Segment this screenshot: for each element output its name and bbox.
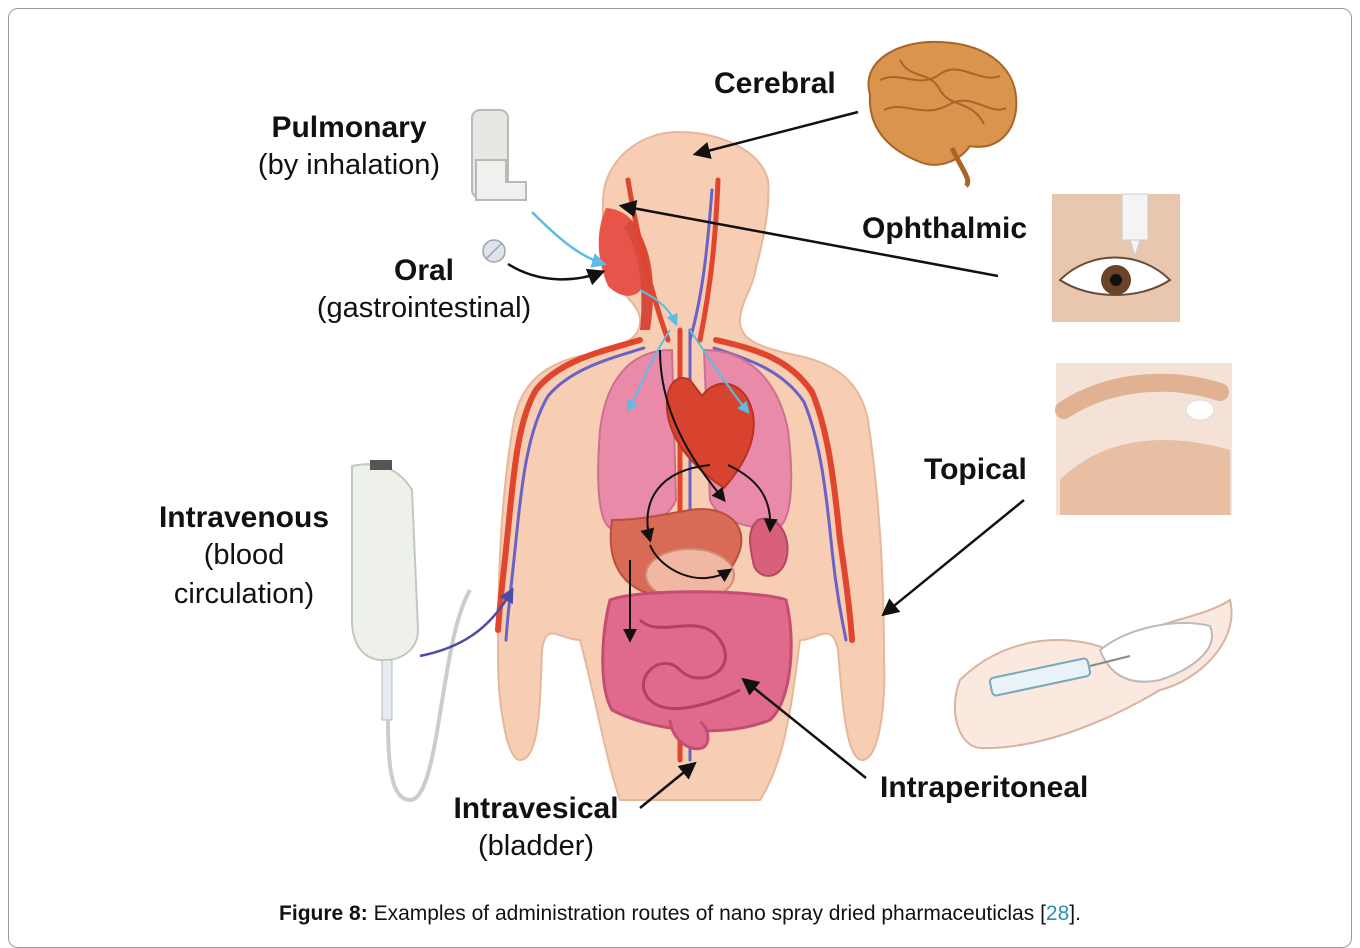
brain-image (868, 42, 1016, 186)
pulmonary-subtitle: (by inhalation) (246, 151, 452, 180)
oral-subtitle: (gastrointestinal) (300, 294, 548, 323)
topical-arrow (884, 500, 1024, 614)
caption-reference-link[interactable]: 28 (1046, 902, 1069, 925)
cerebral-title: Cerebral (714, 69, 836, 99)
cerebral-arrow (696, 112, 858, 154)
intravenous-title: Intravenous (146, 503, 342, 533)
inhaler-image (472, 110, 526, 200)
intravesical-subtitle: (bladder) (440, 832, 632, 861)
topical-cream-photo (1056, 363, 1232, 515)
intraperitoneal-injection-image (955, 600, 1232, 748)
oral-title: Oral (300, 256, 548, 286)
label-topical: Topical (924, 455, 1027, 485)
label-ophthalmic: Ophthalmic (862, 214, 1027, 244)
label-intraperitoneal: Intraperitoneal (880, 773, 1088, 803)
eye-drop-photo (1052, 194, 1180, 322)
intravenous-subtitle-1: (blood (146, 541, 342, 570)
iv-bag-image (352, 460, 470, 800)
caption-end: ]. (1069, 902, 1081, 925)
label-intravenous: Intravenous (blood circulation) (146, 503, 342, 609)
topical-title: Topical (924, 455, 1027, 485)
intravesical-title: Intravesical (440, 794, 632, 824)
caption-figure-number: Figure 8: (279, 902, 368, 925)
intraperitoneal-title: Intraperitoneal (880, 773, 1088, 803)
label-cerebral: Cerebral (714, 69, 836, 99)
label-oral: Oral (gastrointestinal) (300, 256, 548, 323)
intravenous-subtitle-2: circulation) (146, 580, 342, 609)
caption-text: Examples of administration routes of nan… (368, 902, 1046, 925)
ophthalmic-title: Ophthalmic (862, 214, 1027, 244)
label-intravesical: Intravesical (bladder) (440, 794, 632, 861)
figure-caption: Figure 8: Examples of administration rou… (0, 903, 1360, 924)
pulmonary-title: Pulmonary (246, 113, 452, 143)
label-pulmonary: Pulmonary (by inhalation) (246, 113, 452, 180)
